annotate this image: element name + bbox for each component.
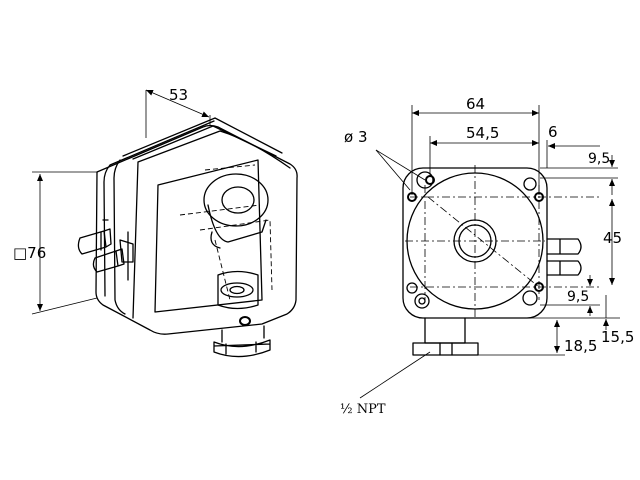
dim-6-label: 6 [548, 123, 558, 141]
dim-64-label: 64 [466, 95, 485, 113]
front-hole-bl2-ring [414, 293, 430, 309]
dim-18-5-label: 18,5 [564, 337, 597, 355]
dim-height-label: □76 [13, 244, 46, 262]
iso-nut-hole [229, 285, 245, 295]
dim-15-5-label: 15,5 [601, 328, 634, 346]
front-hole-bl-ring [406, 282, 418, 294]
iso-side-details [100, 219, 129, 281]
thread-label: ½ NPT [340, 402, 386, 417]
iso-diaphragm-inner [221, 186, 255, 214]
dim-depth-label: 53 [169, 86, 188, 104]
iso-nozzle-lower [92, 248, 125, 273]
iso-diaphragm [203, 173, 269, 227]
iso-nozzle-ring [119, 239, 134, 263]
front-nozzle-upper [546, 238, 582, 255]
iso-cover-edge [132, 130, 291, 319]
iso-screw-housing [217, 270, 259, 310]
iso-nozzle-upper [77, 228, 112, 255]
front-view: 64 54,5 6 ø 3 9,5 45 9,5 15,5 [340, 95, 634, 417]
front-nozzle-lower [546, 260, 582, 276]
dim-9-5-top-label: 9,5 [588, 151, 610, 167]
iso-frame-band [103, 120, 215, 315]
front-hole-tr-ring [523, 177, 537, 191]
iso-cover-face [154, 159, 263, 313]
iso-lever [207, 204, 267, 249]
front-hole-bl2 [418, 297, 426, 305]
iso-nut-upper [220, 282, 254, 298]
iso-hidden-lines [179, 164, 273, 301]
iso-body-outline [95, 124, 298, 335]
dim-45-label: 45 [603, 229, 622, 247]
front-hole-br-ring [522, 290, 538, 306]
front-hole-br [534, 282, 544, 292]
iso-screw [239, 316, 251, 326]
front-fitting-hex [412, 342, 479, 356]
dim-54-5-label: 54,5 [466, 124, 499, 142]
dim-9-5-bottom-label: 9,5 [567, 289, 589, 305]
iso-fitting [213, 325, 271, 358]
dim-hole-diameter-label: ø 3 [344, 128, 368, 146]
iso-top-band [122, 117, 283, 160]
isometric-view: 53 □76 [13, 86, 298, 358]
front-fitting-neck [424, 317, 466, 344]
